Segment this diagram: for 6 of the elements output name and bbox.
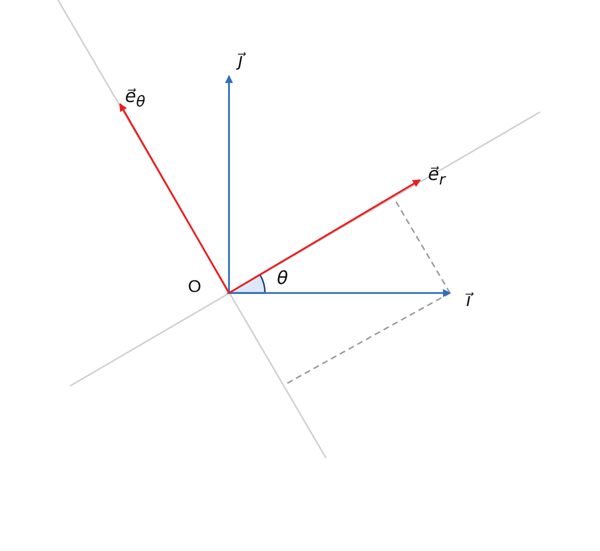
origin-label: O	[188, 278, 202, 295]
vector-label: j⃗	[238, 52, 244, 70]
vector-label: e⃗$_{θ}$	[125, 88, 146, 110]
vector-label: ı⃗	[466, 292, 472, 310]
vector-label: e⃗$_{r}$	[428, 166, 446, 188]
angle-label: θ	[277, 270, 288, 288]
